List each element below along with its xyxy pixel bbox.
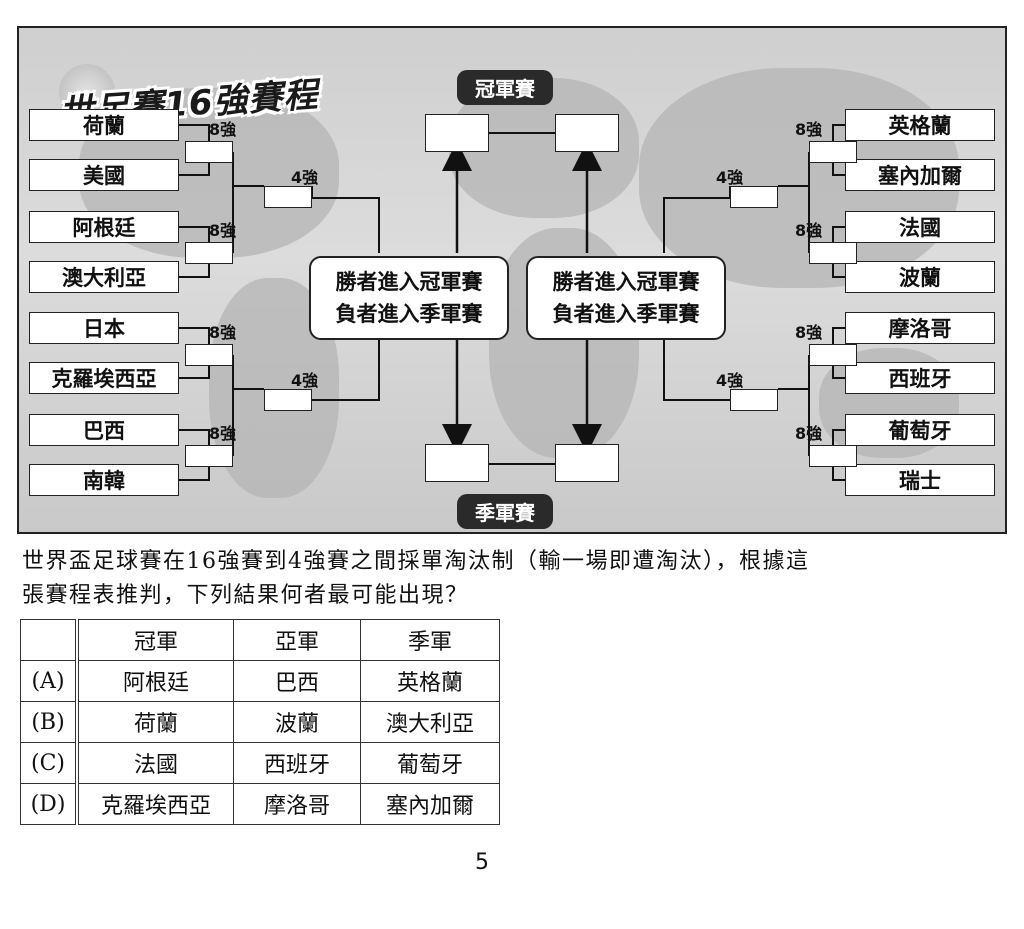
slot-left-r8-4 [185, 445, 233, 467]
round8-label-left-4: 8強 [209, 424, 237, 443]
team-left-5: 日本 [29, 312, 179, 344]
slot-left-r8-3 [185, 344, 233, 366]
question-text: 世界盃足球賽在16強賽到4強賽之間採單淘汰制（輸一場即遭淘汰），根據這 張賽程表… [22, 545, 1012, 613]
answer-table: 冠軍 亞軍 季軍 (A) 阿根廷 巴西 英格蘭 (B) 荷蘭 波蘭 澳大利亞 (… [20, 619, 500, 825]
slot-right-r8-2 [809, 242, 857, 264]
header-corner [20, 619, 79, 661]
option-label: (A) [20, 660, 79, 702]
third-slot-right [555, 444, 619, 482]
round8-label-right-2: 8強 [795, 221, 823, 240]
table-cell: 波蘭 [233, 701, 361, 743]
slot-left-r8-2 [185, 242, 233, 264]
table-cell: 西班牙 [233, 742, 361, 784]
slot-right-r4-1 [730, 186, 778, 208]
slot-left-r4-1 [264, 186, 312, 208]
table-header-row: 冠軍 亞軍 季軍 [20, 619, 500, 661]
team-right-8: 瑞士 [845, 464, 995, 496]
third-slot-left [425, 444, 489, 482]
team-right-1: 英格蘭 [845, 109, 995, 141]
option-label: (D) [20, 783, 79, 825]
round8-label-right-1: 8強 [795, 120, 823, 139]
slot-right-r8-1 [809, 141, 857, 163]
team-left-6: 克羅埃西亞 [29, 362, 179, 394]
table-cell: 法國 [76, 742, 234, 784]
team-right-2: 塞內加爾 [845, 159, 995, 191]
slot-left-r8-1 [185, 141, 233, 163]
arrows [442, 141, 602, 454]
table-cell: 塞內加爾 [360, 783, 500, 825]
final-slot-right [555, 114, 619, 152]
question-line-2: 張賽程表推判，下列結果何者最可能出現？ [22, 583, 469, 608]
option-label: (B) [20, 701, 79, 743]
round8-label-right-3: 8強 [795, 323, 823, 342]
note-right: 勝者進入冠軍賽 負者進入季軍賽 [526, 256, 726, 340]
header-runner-up: 亞軍 [233, 619, 361, 661]
header-champion: 冠軍 [76, 619, 234, 661]
table-cell: 葡萄牙 [360, 742, 500, 784]
table-cell: 阿根廷 [76, 660, 234, 702]
table-row: (A) 阿根廷 巴西 英格蘭 [20, 660, 500, 702]
table-cell: 克羅埃西亞 [76, 783, 234, 825]
round8-label-right-4: 8強 [795, 424, 823, 443]
round8-label-left-3: 8強 [209, 323, 237, 342]
round8-label-left-2: 8強 [209, 221, 237, 240]
final-label: 冠軍賽 [457, 70, 553, 105]
team-right-3: 法國 [845, 211, 995, 243]
team-left-1: 荷蘭 [29, 109, 179, 141]
slot-right-r8-4 [809, 445, 857, 467]
slot-right-r4-2 [730, 389, 778, 411]
bracket-connectors [179, 124, 845, 481]
table-row: (D) 克羅埃西亞 摩洛哥 塞內加爾 [20, 783, 500, 825]
table-row: (C) 法國 西班牙 葡萄牙 [20, 742, 500, 784]
team-left-7: 巴西 [29, 414, 179, 446]
final-slot-left [425, 114, 489, 152]
team-right-6: 西班牙 [845, 362, 995, 394]
table-cell: 澳大利亞 [360, 701, 500, 743]
team-right-4: 波蘭 [845, 261, 995, 293]
team-left-3: 阿根廷 [29, 211, 179, 243]
team-left-2: 美國 [29, 159, 179, 191]
slot-right-r8-3 [809, 344, 857, 366]
option-label: (C) [20, 742, 79, 784]
third-place-label: 季軍賽 [457, 494, 553, 529]
table-cell: 摩洛哥 [233, 783, 361, 825]
page-number: 5 [475, 850, 489, 875]
bracket-lines [179, 124, 845, 481]
round4-label-left-2: 4強 [291, 371, 319, 390]
table-cell: 巴西 [233, 660, 361, 702]
question-line-1: 世界盃足球賽在16強賽到4強賽之間採單淘汰制（輸一場即遭淘汰），根據這 [22, 549, 810, 574]
bracket-figure: 世足賽16強賽程 [17, 26, 1007, 534]
table-cell: 英格蘭 [360, 660, 500, 702]
note-left: 勝者進入冠軍賽 負者進入季軍賽 [309, 256, 509, 340]
round4-label-right-2: 4強 [716, 371, 744, 390]
header-third: 季軍 [360, 619, 500, 661]
round4-label-left-1: 4強 [291, 168, 319, 187]
slot-left-r4-2 [264, 389, 312, 411]
table-cell: 荷蘭 [76, 701, 234, 743]
team-left-8: 南韓 [29, 464, 179, 496]
team-left-4: 澳大利亞 [29, 261, 179, 293]
round4-label-right-1: 4強 [716, 168, 744, 187]
team-right-7: 葡萄牙 [845, 414, 995, 446]
round8-label-left-1: 8強 [209, 120, 237, 139]
team-right-5: 摩洛哥 [845, 312, 995, 344]
table-row: (B) 荷蘭 波蘭 澳大利亞 [20, 701, 500, 743]
